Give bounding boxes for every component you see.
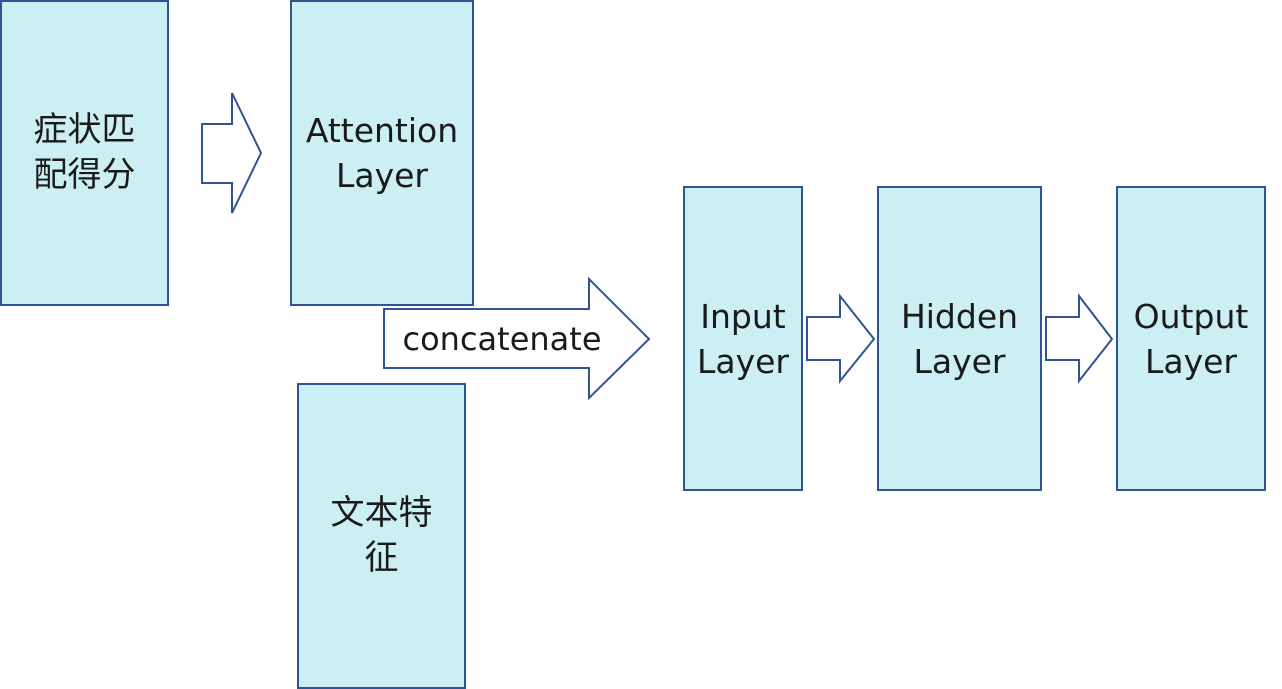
- text-features-box: 文本特 征: [297, 383, 466, 689]
- arrow-input-to-hidden: [806, 293, 876, 384]
- input-layer-box: Input Layer: [683, 186, 803, 491]
- arrow-symptom-to-attention: [201, 92, 263, 214]
- arrow-hidden-to-output: [1045, 293, 1114, 384]
- attention-layer-line1: Attention: [305, 111, 459, 150]
- hidden-layer-line1: Hidden: [900, 296, 1019, 336]
- concatenate-label: concatenate: [402, 320, 602, 358]
- attention-layer-box: Attention Layer: [290, 0, 474, 306]
- input-layer-line2: Layer: [696, 341, 789, 381]
- arrow-concatenate: [383, 276, 651, 401]
- symptom-score-line1: 症状匹: [33, 110, 136, 150]
- symptom-score-line2: 配得分: [33, 155, 136, 195]
- symptom-score-box: 症状匹 配得分: [0, 0, 169, 306]
- text-features-line2: 征: [364, 538, 399, 578]
- hidden-layer-line2: Layer: [913, 341, 1006, 381]
- attention-layer-line2: Layer: [335, 156, 428, 195]
- output-layer-line1: Output: [1133, 296, 1249, 336]
- output-layer-line2: Layer: [1144, 341, 1237, 381]
- text-features-line1: 文本特: [330, 493, 433, 533]
- output-layer-box: Output Layer: [1116, 186, 1266, 491]
- input-layer-line1: Input: [700, 296, 786, 336]
- hidden-layer-box: Hidden Layer: [877, 186, 1042, 491]
